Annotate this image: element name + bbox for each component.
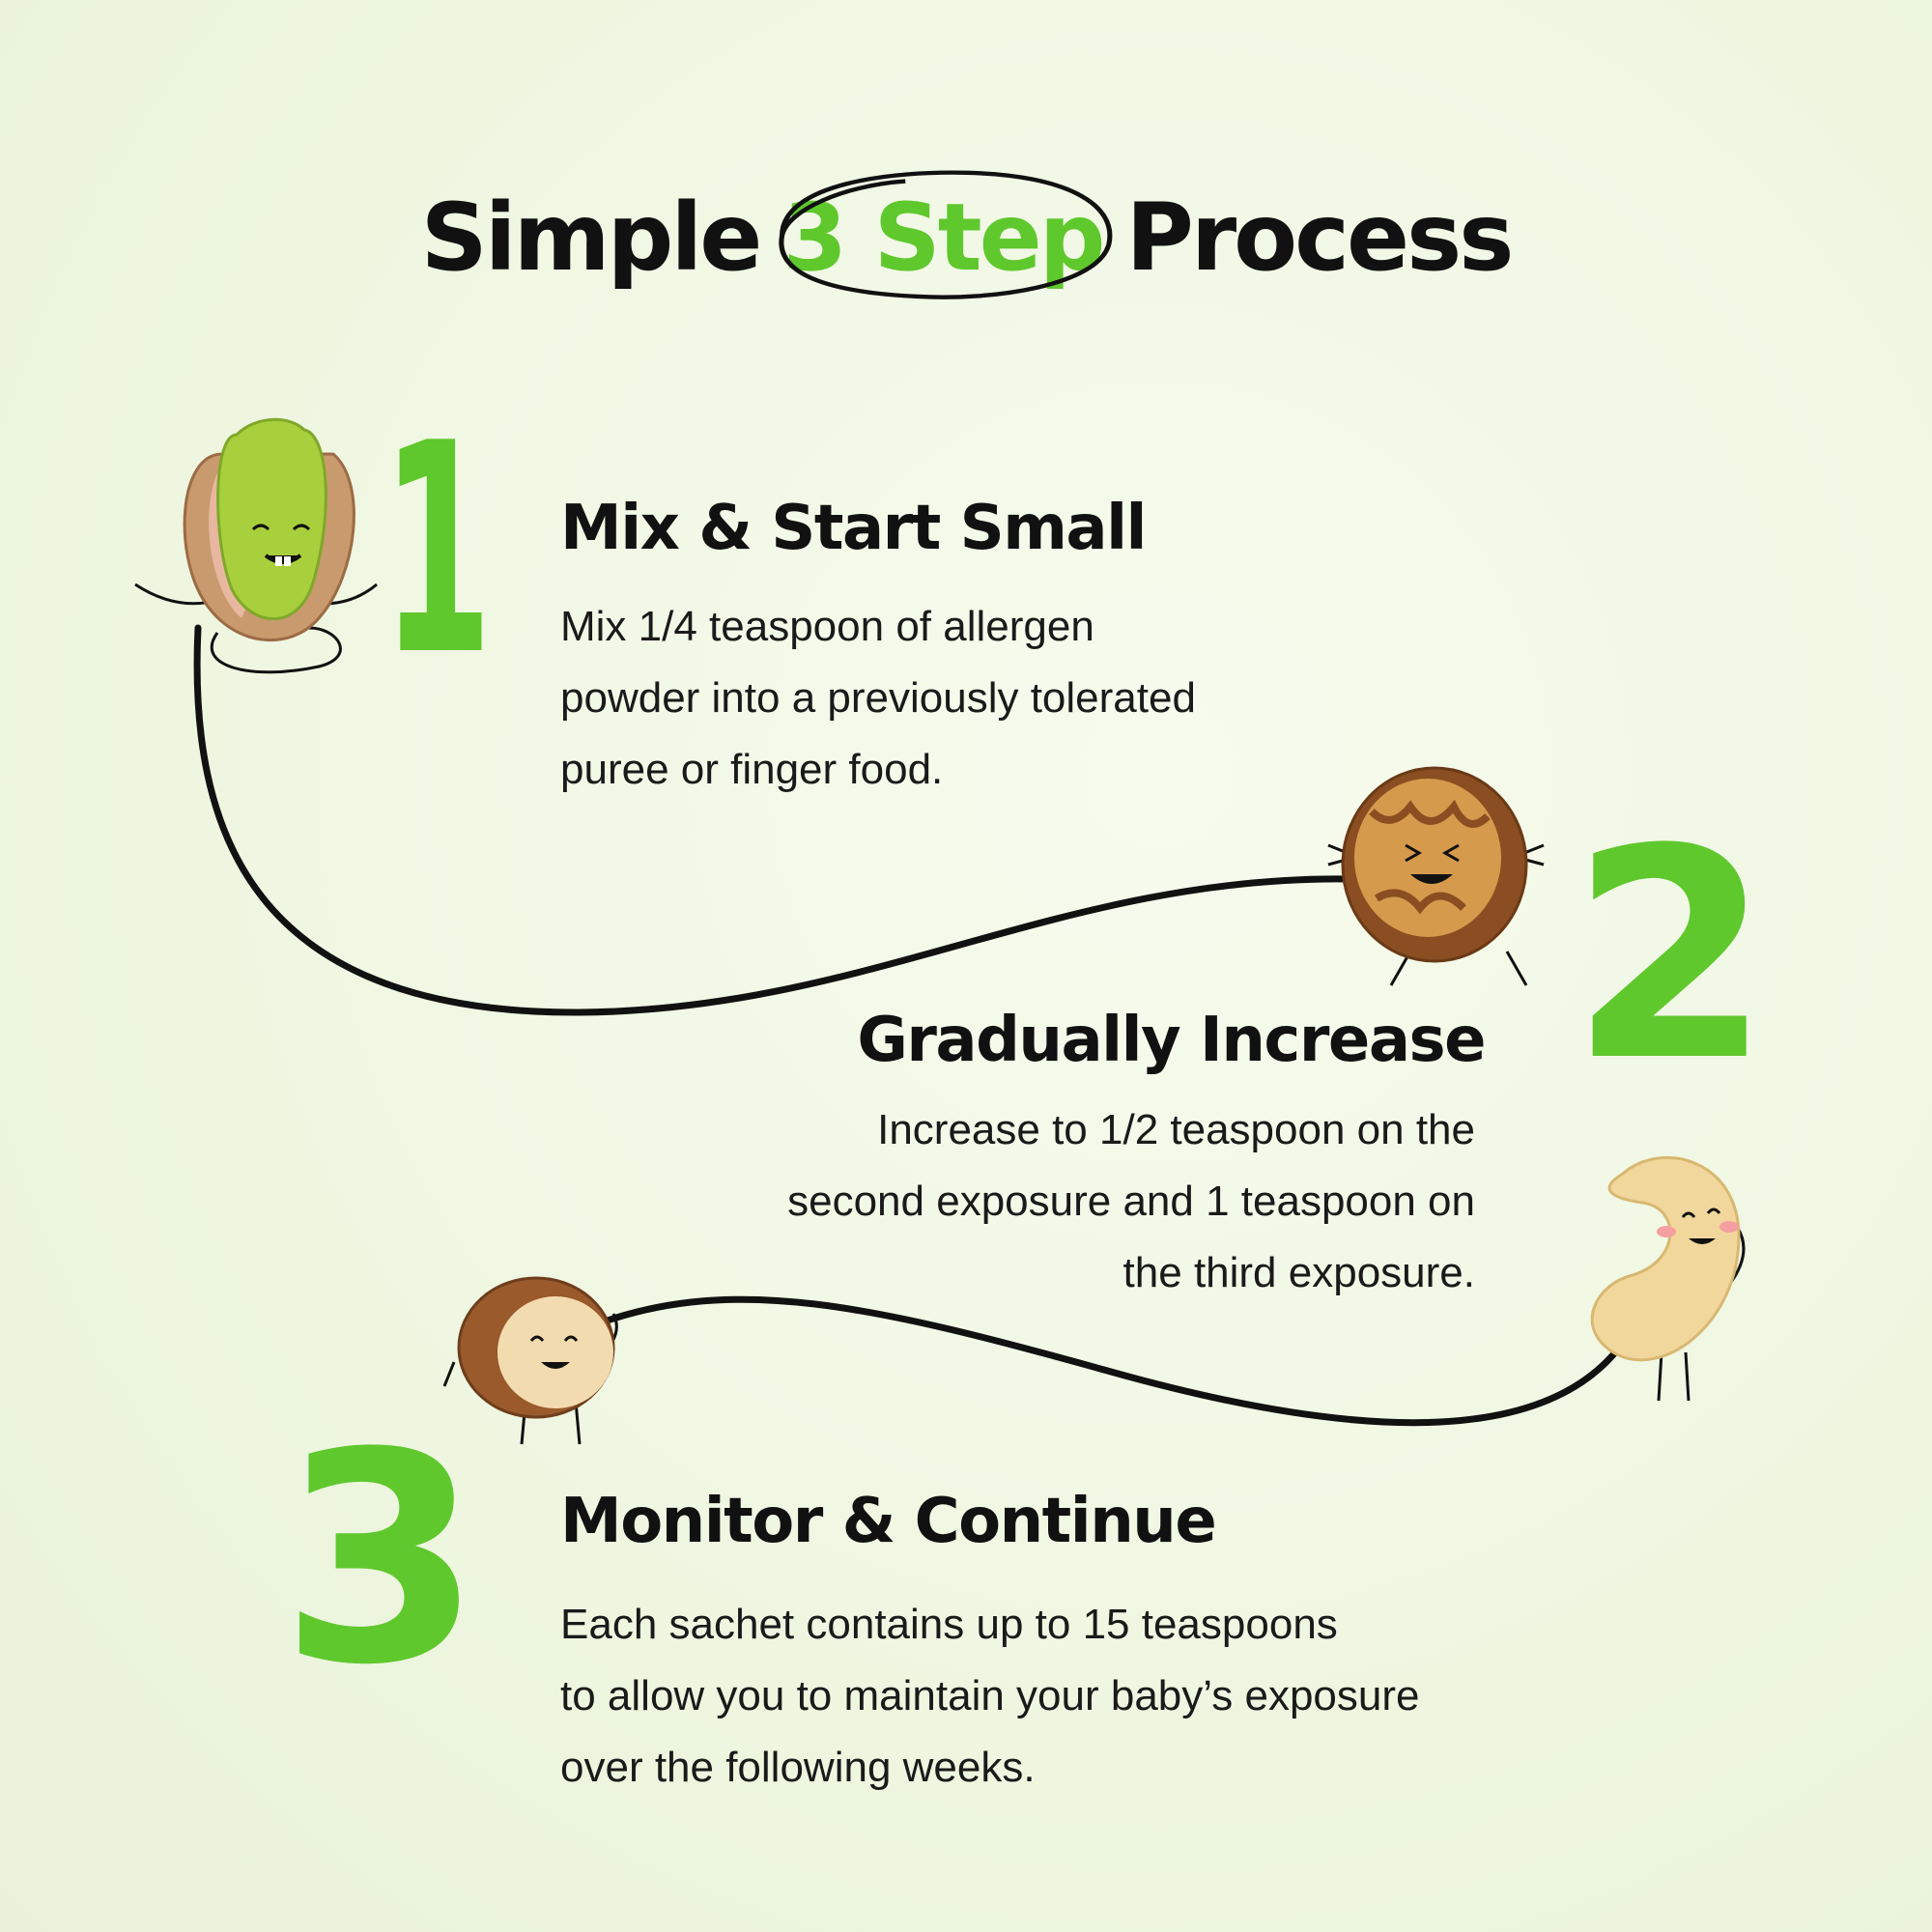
step-heading-1: Mix & Start Small <box>560 493 1147 564</box>
step-line: the third exposure. <box>1122 1249 1475 1296</box>
step-line: Each sachet contains up to 15 teaspoons <box>560 1601 1338 1648</box>
cashew-icon <box>1590 1156 1746 1402</box>
step-line: puree or finger food. <box>560 746 944 793</box>
step-line: Mix 1/4 teaspoon of allergen <box>560 603 1094 650</box>
circle-outline-icon <box>779 170 1113 299</box>
hazelnut-icon <box>442 1276 618 1445</box>
step-heading-2: Gradually Increase <box>857 1005 1486 1076</box>
connector-line <box>595 1295 1627 1427</box>
title-highlight-text: 3 Step <box>782 184 1105 292</box>
pistachio-icon <box>134 417 378 674</box>
step-line: powder into a previously tolerated <box>560 674 1196 722</box>
step-description-1: Mix 1/4 teaspoon of allergen powder into… <box>560 591 1430 806</box>
title-highlight: 3 Step <box>779 170 1113 299</box>
step-number-2: 2 <box>1570 787 1772 1124</box>
step-number-1: 1 <box>382 382 493 719</box>
step-line: over the following weeks. <box>560 1744 1036 1791</box>
step-description-2: Increase to 1/2 teaspoon on the second e… <box>509 1094 1475 1309</box>
title-before: Simple <box>420 184 763 292</box>
step-description-3: Each sachet contains up to 15 teaspoons … <box>560 1589 1719 1804</box>
step-line: Increase to 1/2 teaspoon on the <box>877 1106 1475 1153</box>
walnut-icon <box>1327 766 1545 986</box>
step-number-3: 3 <box>280 1391 482 1728</box>
step-heading-3: Monitor & Continue <box>560 1486 1217 1557</box>
step-line: to allow you to maintain your baby’s exp… <box>560 1672 1420 1719</box>
step-line: second exposure and 1 teaspoon on <box>787 1178 1475 1225</box>
title-after: Process <box>1125 184 1514 292</box>
connector-line <box>193 624 1356 1016</box>
